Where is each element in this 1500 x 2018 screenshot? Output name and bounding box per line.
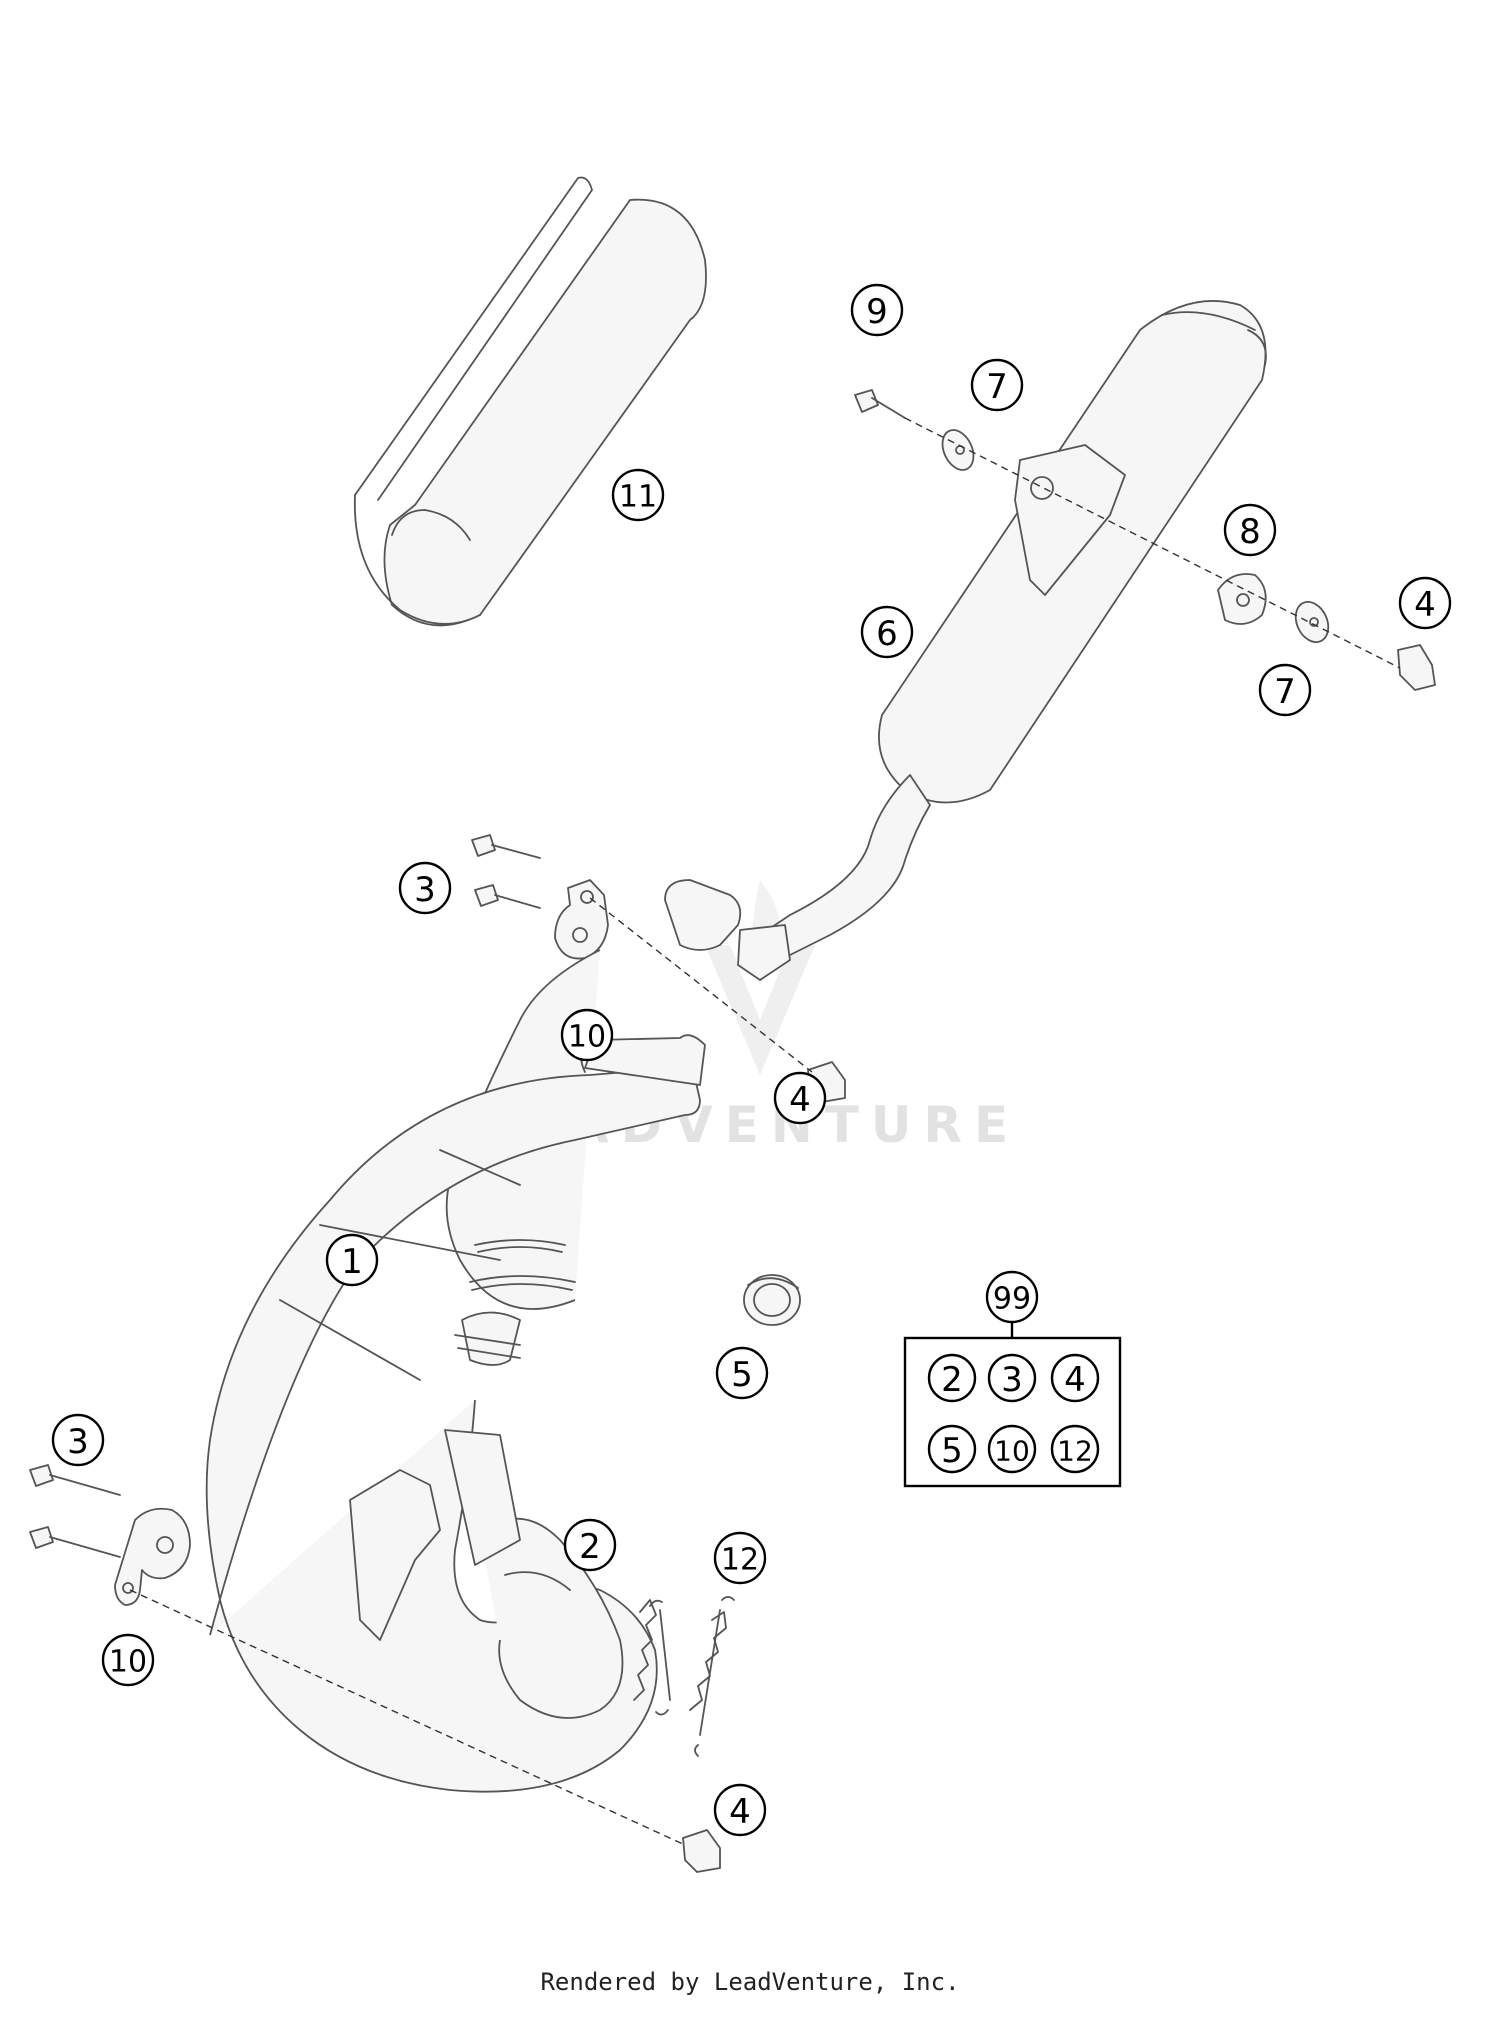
- callout-10-bottom: 10: [101, 1633, 155, 1687]
- part-1-exhaust-pipe: [205, 949, 706, 1793]
- kit-item-5-text: 5: [941, 1431, 963, 1471]
- callout-7-bottom-text: 7: [1274, 672, 1296, 712]
- callout-4-top-text: 4: [1414, 585, 1436, 625]
- callout-6-text: 6: [876, 614, 898, 654]
- callout-11: 11: [611, 468, 665, 522]
- callout-3-bottom-text: 3: [67, 1422, 89, 1462]
- callout-1-text: 1: [341, 1242, 363, 1282]
- callout-3-top: 3: [398, 861, 452, 915]
- bottom-hardware: [29, 1464, 721, 1873]
- callout-5-text: 5: [731, 1355, 753, 1395]
- footer-credit: Rendered by LeadVenture, Inc.: [540, 1968, 960, 1996]
- part-6-muffler: [664, 300, 1267, 981]
- kit-item-12-text: 12: [1057, 1435, 1093, 1468]
- callout-9: 9: [850, 283, 904, 337]
- kit-item-5: 5: [927, 1424, 977, 1474]
- kit-item-10-text: 10: [994, 1435, 1030, 1468]
- kit-item-10: 10: [987, 1424, 1037, 1474]
- kit-item-4: 4: [1050, 1353, 1100, 1403]
- callout-10-top-text: 10: [568, 1020, 606, 1055]
- callout-1: 1: [325, 1233, 379, 1287]
- kit-item-2-text: 2: [941, 1360, 963, 1400]
- callout-4-top: 4: [1398, 576, 1452, 630]
- kit-item-3: 3: [987, 1353, 1037, 1403]
- callout-4-bottom: 4: [713, 1783, 767, 1837]
- part-2-rings: [469, 1239, 576, 1291]
- kit-item-2: 2: [927, 1353, 977, 1403]
- callout-99: 99: [985, 1270, 1039, 1324]
- mid-hardware: [471, 834, 846, 1103]
- callout-8: 8: [1223, 503, 1277, 557]
- part-12-springs: [633, 1596, 735, 1757]
- kit-item-4-text: 4: [1064, 1360, 1086, 1400]
- callout-3-bottom: 3: [51, 1413, 105, 1467]
- callout-2: 2: [563, 1518, 617, 1572]
- callout-6: 6: [860, 605, 914, 659]
- kit-item-3-text: 3: [1001, 1360, 1023, 1400]
- callout-10-top: 10: [560, 1008, 614, 1062]
- callout-4-mid: 4: [773, 1071, 827, 1125]
- part-5-sleeve: [743, 1274, 801, 1326]
- kit-item-12: 12: [1050, 1424, 1100, 1474]
- callouts: 9 7 11 8 4 6 7 3 10 4 1 99 5 3 2 12 10 4: [51, 283, 1452, 1837]
- callout-4-mid-text: 4: [789, 1080, 811, 1120]
- callout-8-text: 8: [1239, 512, 1261, 552]
- callout-3-top-text: 3: [414, 870, 436, 910]
- callout-12: 12: [713, 1531, 767, 1585]
- callout-2-text: 2: [579, 1527, 601, 1567]
- callout-10-bottom-text: 10: [109, 1645, 147, 1680]
- muffler-hardware: [854, 389, 1436, 691]
- callout-5: 5: [715, 1346, 769, 1400]
- callout-9-text: 9: [866, 292, 888, 332]
- kit-box-99: 2 3 4 5 10 12: [903, 1310, 1122, 1488]
- part-11-sleeve: [353, 176, 707, 627]
- callout-4-bottom-text: 4: [729, 1792, 751, 1832]
- callout-7-top: 7: [970, 358, 1024, 412]
- callout-11-text: 11: [619, 480, 657, 515]
- callout-7-bottom: 7: [1258, 663, 1312, 717]
- callout-99-text: 99: [993, 1282, 1031, 1317]
- callout-12-text: 12: [721, 1543, 759, 1578]
- callout-7-top-text: 7: [986, 367, 1008, 407]
